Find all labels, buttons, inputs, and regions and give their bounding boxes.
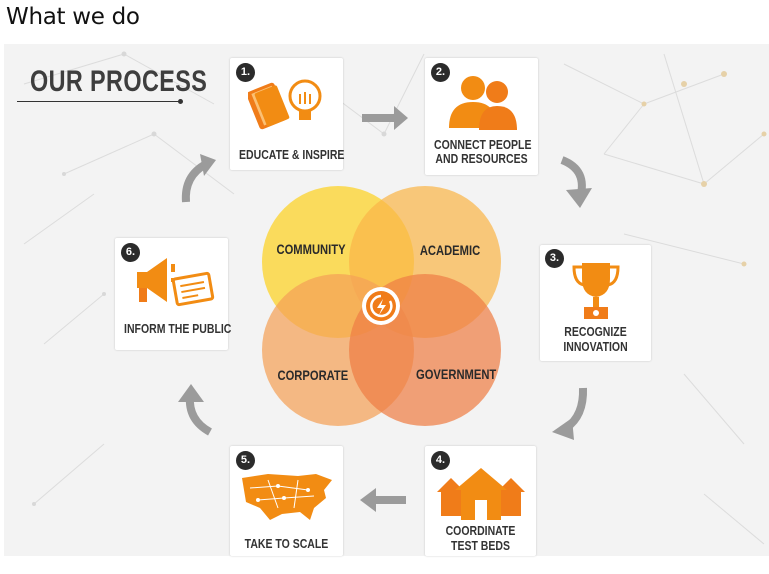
step-2-label-line2: AND RESOURCES bbox=[435, 152, 528, 166]
step-2-badge: 2. bbox=[431, 63, 450, 82]
book-lightbulb-icon bbox=[246, 72, 328, 139]
arrow-curve-down-right-icon bbox=[560, 156, 592, 208]
venn-label-academic: ACADEMIC bbox=[419, 242, 481, 258]
step-1-badge: 1. bbox=[236, 63, 255, 82]
step-6-label: INFORM THE PUBLIC bbox=[124, 322, 232, 336]
arrow-right-icon bbox=[362, 106, 408, 130]
title-underline bbox=[17, 101, 182, 102]
step-3-label-line2: INNOVATION bbox=[563, 340, 628, 354]
us-map-icon bbox=[238, 468, 336, 531]
step-card-4: COORDINATE TEST BEDS bbox=[425, 446, 536, 556]
step-4-label-line2: TEST BEDS bbox=[451, 539, 510, 553]
step-card-1: EDUCATE & INSPIRE bbox=[230, 58, 345, 170]
step-4-badge: 4. bbox=[431, 451, 450, 470]
page-heading: What we do bbox=[6, 4, 140, 30]
step-3-badge: 3. bbox=[545, 249, 564, 268]
step-4-label: COORDINATE bbox=[445, 524, 516, 538]
arrow-curve-down-left-icon bbox=[552, 387, 588, 440]
step-2-label: CONNECT PEOPLE bbox=[434, 138, 532, 152]
arrow-curve-up-left-icon bbox=[178, 384, 213, 436]
step-5-badge: 5. bbox=[236, 451, 255, 470]
title-underline-dot bbox=[178, 99, 183, 104]
people-icon bbox=[445, 72, 521, 137]
step-6-badge: 6. bbox=[121, 243, 140, 262]
step-3-label: RECOGNIZE bbox=[564, 325, 627, 339]
power-logo-icon bbox=[362, 287, 400, 325]
venn-label-government: GOVERNMENT bbox=[416, 366, 497, 382]
process-title: OUR PROCESS bbox=[30, 65, 208, 98]
arrow-curve-up-right-icon bbox=[181, 154, 216, 203]
step-5-label: TAKE TO SCALE bbox=[244, 537, 329, 551]
trophy-icon bbox=[570, 259, 622, 328]
venn-label-corporate: CORPORATE bbox=[277, 367, 349, 383]
houses-icon bbox=[437, 468, 525, 527]
megaphone-icon bbox=[133, 254, 215, 315]
step-1-label: EDUCATE & INSPIRE bbox=[239, 148, 345, 162]
venn-label-community: COMMUNITY bbox=[276, 241, 346, 257]
arrow-left-icon bbox=[360, 488, 406, 512]
